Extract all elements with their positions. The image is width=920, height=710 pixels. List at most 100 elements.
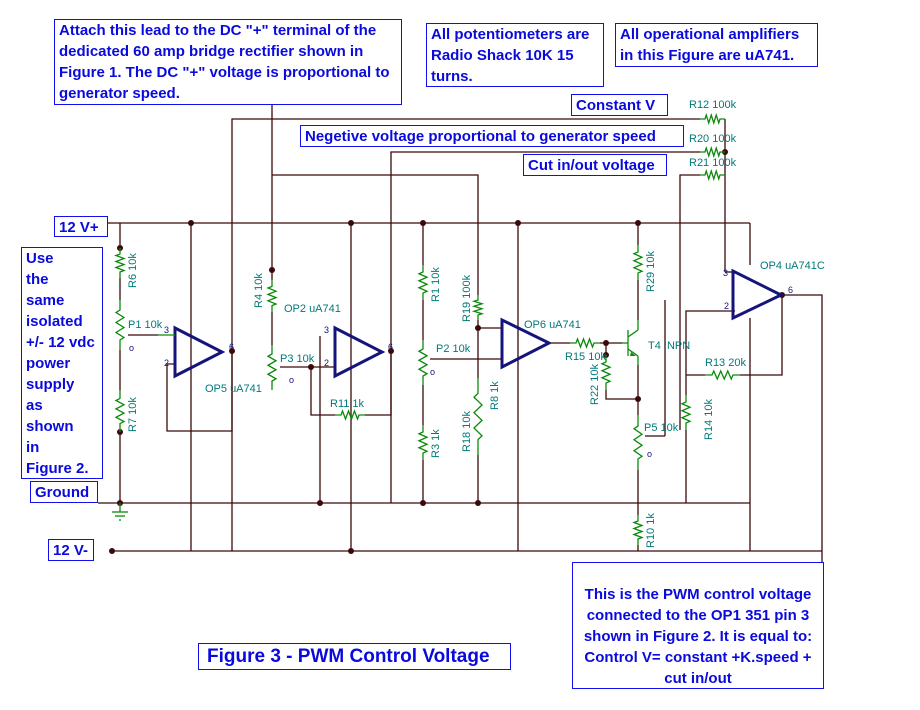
label-r18: R18 10k xyxy=(461,411,473,452)
pin-label: 3 xyxy=(324,325,329,335)
potentiometer-p5 xyxy=(632,415,644,470)
junction xyxy=(475,325,481,331)
junction xyxy=(420,220,426,226)
wiper-label: o xyxy=(430,367,435,377)
opamp-op6[interactable] xyxy=(500,317,553,370)
opamp-op2[interactable] xyxy=(333,325,386,379)
label-op2: OP2 uA741 xyxy=(284,303,341,315)
label-r13: R13 20k xyxy=(705,357,746,369)
pin-label: 3 xyxy=(164,325,169,335)
potentiometer-p1 xyxy=(114,300,126,350)
label-r7: R7 10k xyxy=(127,397,139,432)
label-r15: R15 10k xyxy=(565,351,606,363)
opamp-op5[interactable] xyxy=(158,325,226,379)
wire-r21-feed xyxy=(679,174,700,430)
label-p5: P5 10k xyxy=(644,422,679,434)
label-r8: R8 1k xyxy=(489,381,501,410)
resistor-r15 xyxy=(570,337,600,349)
potentiometer-note: All potentiometers are Radio Shack 10K 1… xyxy=(426,23,604,87)
pin-label: 2 xyxy=(164,358,169,368)
junction xyxy=(308,364,314,370)
junction xyxy=(420,500,426,506)
transistor-t4[interactable] xyxy=(622,320,639,365)
junction xyxy=(229,348,235,354)
wire xyxy=(310,367,335,416)
label-p3: P3 10k xyxy=(280,353,315,365)
pin-labels: 3 2 6 3 2 6 3 2 6 o o o o xyxy=(129,268,793,459)
junction xyxy=(317,500,323,506)
pin-label: 2 xyxy=(724,301,729,311)
wire xyxy=(605,390,638,400)
resistor-r4 xyxy=(266,280,278,312)
junction xyxy=(635,396,641,402)
resistor-r12 xyxy=(700,112,725,126)
label-r11: R11 1k xyxy=(330,398,365,410)
resistor-r7 xyxy=(114,390,126,432)
wire xyxy=(365,351,392,416)
junction xyxy=(603,340,609,346)
wire xyxy=(740,295,783,376)
supply-note: Use the same isolated +/- 12 vdc power s… xyxy=(21,247,103,479)
junction xyxy=(388,348,394,354)
pin-label: 6 xyxy=(229,342,234,352)
label-r10: R10 1k xyxy=(645,513,657,548)
negative-voltage-label: Negetive voltage proportional to generat… xyxy=(300,125,684,147)
lead-note: Attach this lead to the DC "+" terminal … xyxy=(54,19,402,105)
resistor-r29 xyxy=(632,245,644,280)
junction xyxy=(269,267,275,273)
wiper-label: o xyxy=(289,375,294,385)
pin-label: 2 xyxy=(324,358,329,368)
junction xyxy=(348,548,354,554)
resistor-r21 xyxy=(700,168,725,182)
ground-icon xyxy=(112,503,128,521)
resistor-r22 xyxy=(600,355,612,390)
resistor-r20 xyxy=(700,145,725,159)
wire xyxy=(166,351,233,432)
wire-pwm-output xyxy=(782,294,823,565)
ground-label: Ground xyxy=(30,481,98,503)
junction xyxy=(348,220,354,226)
junction xyxy=(515,220,521,226)
label-r12: R12 100k xyxy=(689,99,737,111)
resistor-r18 xyxy=(473,378,483,455)
v-plus-label: 12 V+ xyxy=(54,216,108,237)
pin-label: 6 xyxy=(788,285,793,295)
resistor-r13 xyxy=(705,369,740,381)
wire-cut-inout xyxy=(272,174,479,290)
label-op4: OP4 uA741C xyxy=(760,260,825,272)
pwm-output-note: This is the PWM control voltage connecte… xyxy=(572,562,824,689)
label-r20: R20 100k xyxy=(689,133,737,145)
resistor-r6 xyxy=(114,248,126,278)
pwm-output-text: This is the PWM control voltage connecte… xyxy=(583,586,813,687)
constant-v-label: Constant V xyxy=(571,94,668,116)
opamp-op4[interactable] xyxy=(731,268,785,321)
label-r14: R14 10k xyxy=(703,399,715,440)
wires xyxy=(98,105,823,565)
opamp-note: All operational amplifiers in this Figur… xyxy=(615,23,818,67)
label-r1: R1 10k xyxy=(430,267,442,302)
potentiometer-p3 xyxy=(266,345,278,390)
junction xyxy=(475,500,481,506)
cut-inout-label: Cut in/out voltage xyxy=(523,154,667,176)
resistor-r11 xyxy=(335,409,365,421)
junction xyxy=(109,548,115,554)
wiper-label: o xyxy=(647,449,652,459)
label-p1: P1 10k xyxy=(128,319,163,331)
resistor-r3 xyxy=(417,425,429,460)
label-r29: R29 10k xyxy=(645,251,657,292)
figure-title: Figure 3 - PWM Control Voltage xyxy=(198,643,511,670)
resistor-r14 xyxy=(680,395,692,430)
label-r19: R19 100k xyxy=(461,274,473,322)
junction xyxy=(635,220,641,226)
v-minus-label: 12 V- xyxy=(48,539,94,561)
label-op5: OP5 uA741 xyxy=(205,383,262,395)
label-r4: R4 10k xyxy=(253,273,265,308)
wire xyxy=(685,310,735,395)
component-labels: R6 10k R7 10k P1 10k R4 10k P3 10k R11 1… xyxy=(127,99,825,548)
label-r21: R21 100k xyxy=(689,157,737,169)
resistors xyxy=(114,112,740,545)
potentiometer-p2 xyxy=(417,340,429,385)
label-r6: R6 10k xyxy=(127,253,139,288)
pin-label: 3 xyxy=(723,268,728,278)
